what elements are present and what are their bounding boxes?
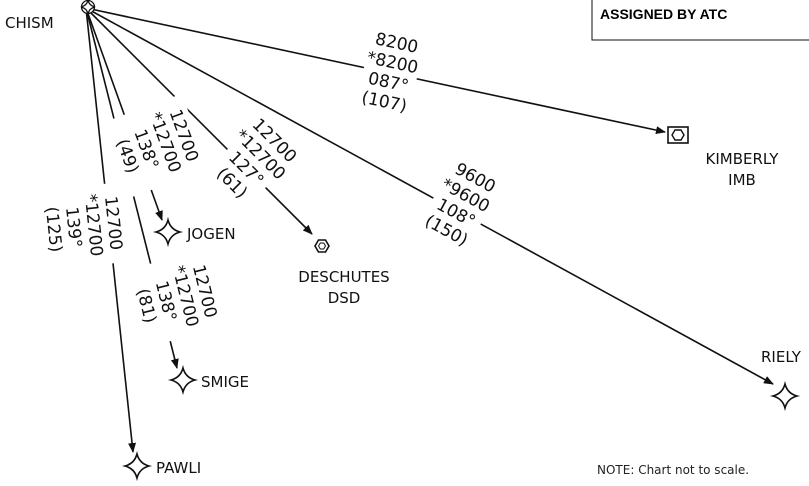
waypoint-icon <box>769 380 801 412</box>
fix-label-smige: SMIGE <box>201 373 249 391</box>
leg-label-riely: 9600 *9600 108° (150) <box>417 153 505 254</box>
waypoint-icon <box>121 450 153 482</box>
leg-label-pawli: 12700 *12700 139° (125) <box>38 182 130 271</box>
fix-label-kimberly: KIMBERLY <box>706 150 780 168</box>
fix-label-jogen: JOGEN <box>186 225 236 243</box>
leg-label-deschutes: 12700 *12700 127° (61) <box>204 112 303 211</box>
vortac-icon <box>314 239 330 253</box>
fix-ident-kimberly: IMB <box>728 171 756 189</box>
vortac-icon <box>667 126 689 144</box>
fix-label-deschutes: DESCHUTES <box>298 268 389 286</box>
fix-label-pawli: PAWLI <box>156 459 201 477</box>
assigned-by-atc-text: ASSIGNED BY ATC <box>600 6 727 22</box>
route-line-deschutes <box>85 7 313 235</box>
leg-label-kimberly: 8200 *8200 087° (107) <box>355 25 426 119</box>
waypoint-icon <box>80 0 96 15</box>
leg-course: 139° <box>61 206 85 249</box>
leg-label-smige: 12700 *12700 138° (81) <box>125 249 227 348</box>
fix-ident-deschutes: DSD <box>328 289 361 307</box>
leg-distance: (125) <box>41 206 66 254</box>
fix-label-chism: CHISM <box>5 14 54 32</box>
fix-label-riely: RIELY <box>761 348 802 366</box>
assigned-by-atc-box: ASSIGNED BY ATC <box>591 0 809 41</box>
route-line-riely <box>85 7 774 385</box>
waypoint-icon <box>152 216 184 248</box>
leg-label-jogen: 12700 *12700 138° (49) <box>102 93 210 198</box>
waypoint-icon <box>167 364 199 396</box>
scale-note: NOTE: Chart not to scale. <box>597 463 749 477</box>
